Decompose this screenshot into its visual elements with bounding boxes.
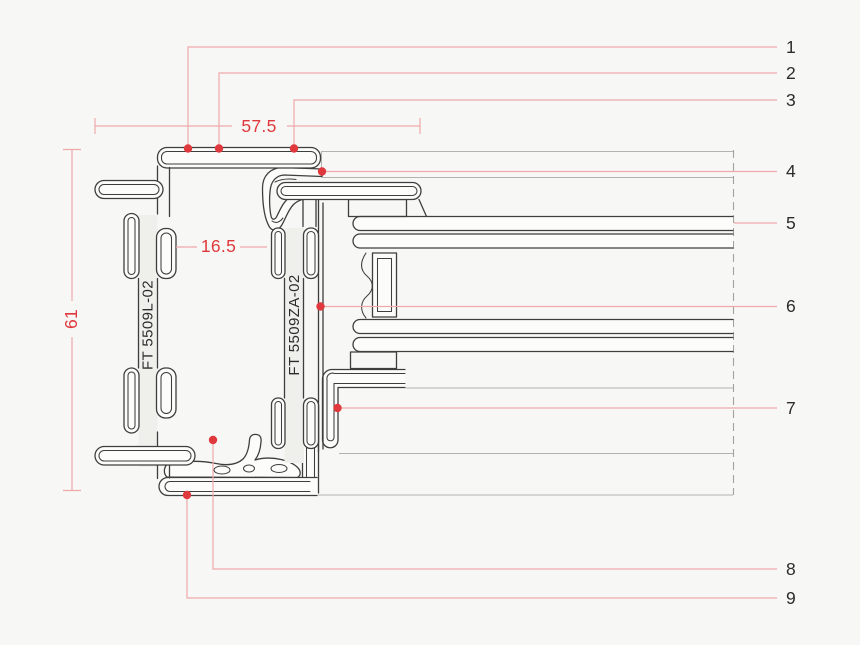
callout-number-9: 9 [786,588,796,608]
dimension-61: 61 [61,148,81,492]
screw-boss-inner [274,400,283,446]
clamp-block-bottom [349,351,398,370]
profile-walls [156,165,171,480]
screw-boss-inner [160,232,173,275]
screw-boss [302,397,320,450]
panel-skin-strip [352,336,734,353]
leader-2 [218,72,777,149]
dim-width-value: 57.5 [241,116,276,136]
dim-height-value: 61 [61,309,81,329]
leader-dot-8 [208,435,218,445]
screw-boss-inner [274,230,283,276]
leader-9 [186,495,777,599]
screw-boss [123,367,140,434]
right-frame-profile [270,181,422,463]
leader-dot-1 [183,144,193,153]
screw-boss-inner [127,371,136,430]
callout-number-5: 5 [786,213,796,233]
web-edges [137,277,159,369]
dimension-57-5: 57.5 [94,46,777,149]
top-cover-profile [156,146,322,169]
leader-dot-6 [316,302,325,311]
flange-stem [302,198,317,228]
panel-skin-strip [352,318,734,335]
callout-number-3: 3 [786,90,796,110]
gasket-cavity [242,464,256,473]
callout-number-7: 7 [786,398,796,418]
screw-boss-inner [127,216,136,276]
leader-dot-3 [289,144,299,153]
leader-dot-2 [214,144,224,153]
dimension-line [94,118,421,134]
leader-dot-7 [333,403,342,413]
profile-web [284,228,304,463]
screw-boss [270,397,286,450]
callout-number-6: 6 [786,296,796,316]
dim-gap-value: 16.5 [201,236,236,256]
top-flange-inner [280,185,418,197]
hook-arm-top-inner [98,183,160,196]
screw-boss [155,227,177,280]
panel-skin-strip [352,215,734,232]
hook-arm-top [94,179,164,200]
gasket-cavity [270,463,288,474]
cover-bar [158,476,318,497]
leader-dot-9 [182,490,192,500]
clip-outer [371,252,398,318]
leader-3 [293,99,777,149]
screw-boss-inner [306,230,316,276]
clamp-block-top [347,198,408,218]
callout-number-8: 8 [786,559,796,579]
gasket-rib [274,178,297,183]
profile-web [138,215,158,467]
callout-number-2: 2 [786,63,796,83]
hook-arm-bottom-inner [98,449,192,462]
screw-boss-inner [306,400,316,446]
screw-boss [123,212,140,280]
gasket-cavity [213,465,231,475]
callout-number-1: 1 [786,37,796,57]
profile-label-right: FT 5509ZA-02 [286,274,303,375]
callout-number-4: 4 [786,161,796,181]
cover-outline [156,146,322,169]
panel-skins [321,198,734,449]
callout-leaders [182,144,777,599]
hook-arm-bottom [94,445,196,466]
glazing-clip [361,252,398,319]
gasket-rib [271,217,284,223]
dimension-16-5: 16.5 [176,236,267,256]
leader-8 [212,440,777,570]
panel-skin-strip [352,233,734,249]
screw-boss [270,227,286,280]
top-flange [276,181,422,201]
glazing-panel [318,150,735,496]
cover-inner [160,150,318,165]
cover-bar-inner [164,480,311,493]
leader-1 [187,46,777,149]
retainer-inner [326,372,406,442]
dimension-line [63,148,81,492]
web-edges [283,277,305,399]
left-frame-profile [94,165,196,480]
leader-dot-4 [317,167,327,176]
callout-numbers: 1 2 3 4 5 6 7 8 9 [786,37,796,608]
clamp-cut-edge [418,198,428,218]
clip-spring [361,252,373,319]
profile-label-left: FT 5509L-02 [140,280,157,370]
screw-boss-inner [160,371,173,415]
screw-boss [302,227,320,280]
clip-inner [376,257,393,313]
screw-boss [155,367,177,419]
